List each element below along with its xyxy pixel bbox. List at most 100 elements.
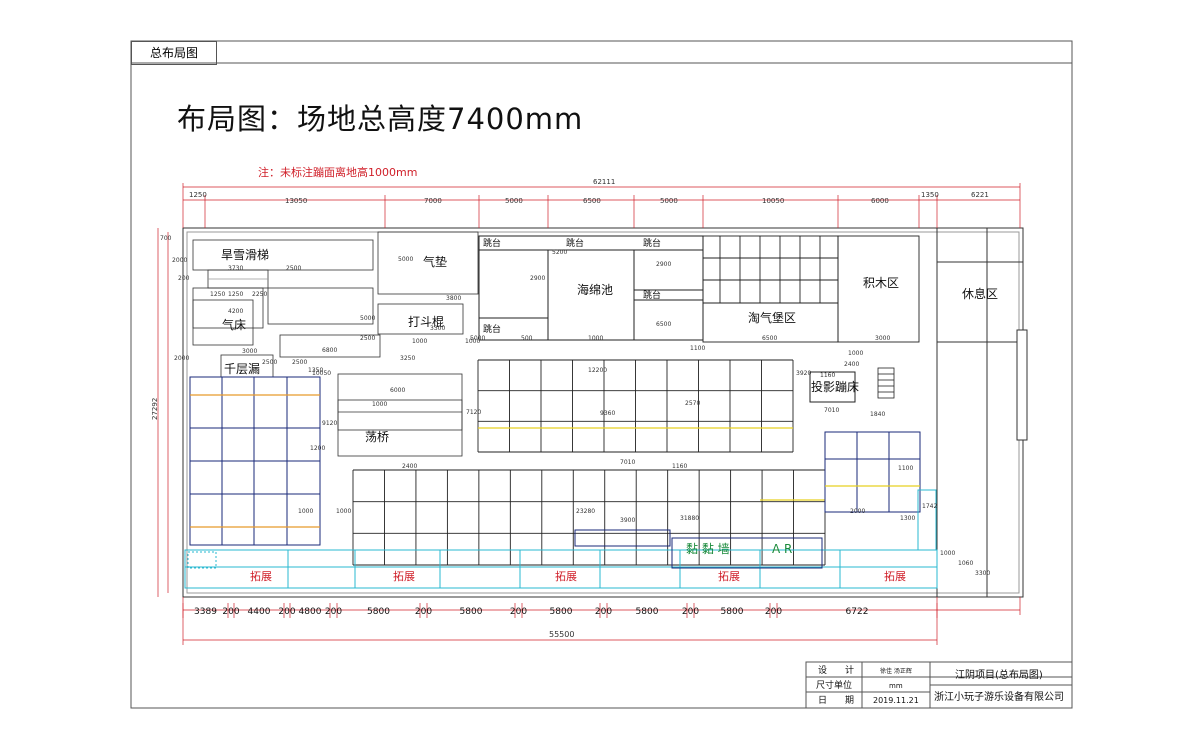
dim-misc: 6000: [390, 387, 405, 394]
small-platform: [574, 529, 671, 547]
expansion-band: [184, 489, 938, 589]
dim-bottom: 200: [325, 607, 342, 617]
dim-misc: 3730: [228, 265, 243, 272]
left-grid: [189, 376, 321, 546]
dim-misc: 1100: [690, 345, 705, 352]
projection-trampoline-box: [809, 371, 856, 403]
dim-top: 13050: [285, 197, 307, 205]
dim-misc: 4200: [228, 308, 243, 315]
dim-top: 1250: [189, 191, 207, 199]
right-grid: [824, 431, 921, 513]
label-sticky-wall: 黏 黏 墙: [686, 542, 730, 556]
dim-misc: 2250: [252, 291, 267, 298]
dim-misc: 1250: [228, 291, 243, 298]
dim-misc: 1742: [922, 503, 937, 510]
dim-misc: 1200: [310, 445, 325, 452]
dim-misc: 6800: [322, 347, 337, 354]
page-title: 布局图：场地总高度7400mm: [177, 102, 584, 136]
dim-misc: 2500: [360, 335, 375, 342]
dim-misc: 200: [178, 275, 190, 282]
label-rest-area: 休息区: [962, 286, 998, 301]
label-jump-platform: 跳台: [643, 237, 661, 249]
dim-bottom: 200: [765, 607, 782, 617]
dim-misc: 2000: [172, 257, 187, 264]
naughty-castle-area: [702, 235, 920, 343]
dim-bottom: 200: [510, 607, 527, 617]
label-naughty-castle: 淘气堡区: [748, 310, 796, 325]
bottom-trampoline-grid: [352, 469, 826, 566]
dim-misc: 3900: [620, 517, 635, 524]
dim-misc: 1000: [848, 350, 863, 357]
label-sway-bridge: 荡桥: [365, 430, 389, 444]
dim-misc: 9360: [600, 410, 615, 417]
dim-bottom: 200: [222, 607, 239, 617]
label-air-bed: 气床: [222, 317, 246, 332]
label-expansion: 拓展: [250, 569, 272, 583]
dim-bottom: 4400: [248, 607, 271, 617]
label-projection-trampoline: 投影蹦床: [811, 379, 859, 394]
dim-misc: 1000: [372, 401, 387, 408]
dim-misc: 1000: [336, 508, 351, 515]
dim-bottom: 6722: [846, 607, 869, 617]
sheet-border: [130, 40, 1073, 709]
dim-misc: 700: [160, 235, 172, 242]
dim-misc: 1250: [210, 291, 225, 298]
dim-top: 5000: [505, 197, 523, 205]
dim-misc: 3000: [875, 335, 890, 342]
dim-misc: 1160: [820, 372, 835, 379]
label-jump-platform: 跳台: [566, 237, 584, 249]
dim-misc: 5000: [470, 335, 485, 342]
dim-misc: 9120: [322, 420, 337, 427]
unit-value: mm: [889, 682, 903, 690]
dim-misc: 2500: [262, 359, 277, 366]
company-name: 浙江小玩子游乐设备有限公司: [934, 690, 1064, 703]
dim-misc: 2900: [530, 275, 545, 282]
dim-bottom: 3389: [194, 607, 217, 617]
dim-misc: 7010: [824, 407, 839, 414]
title-block-text: 设 计 徐佳 汤正辉 尺寸单位 mm 日 期 2019.11.21 江阴项目(总…: [816, 664, 1064, 706]
dim-misc: 1000: [298, 508, 313, 515]
dim-top: 6221: [971, 191, 989, 199]
bottom-dimension-ticks: [182, 603, 938, 618]
label-building-blocks: 积木区: [863, 276, 899, 290]
dim-misc: 1350: [308, 367, 323, 374]
dim-misc: 5200: [552, 249, 567, 256]
dim-misc: 1000: [940, 550, 955, 557]
dim-misc: 1840: [870, 411, 885, 418]
dim-bottom: 5800: [550, 607, 573, 617]
dim-misc: 500: [521, 335, 533, 342]
label-thousand-layer: 千层漏: [224, 362, 260, 376]
title-block: [805, 661, 1073, 709]
project-name: 江阴项目(总布局图): [955, 668, 1043, 681]
dim-misc: 3250: [400, 355, 415, 362]
label-sponge-pool: 海绵池: [577, 282, 613, 297]
label-expansion: 拓展: [393, 569, 415, 583]
label-dry-slide: 旱雪滑梯: [221, 248, 269, 262]
label-jump-platform: 跳台: [483, 237, 501, 249]
sticky-wall-box: [671, 537, 823, 569]
dim-misc: 3800: [446, 295, 461, 302]
dim-misc: 7120: [466, 409, 481, 416]
dim-misc: 31880: [680, 515, 699, 522]
dim-total-width: 62111: [593, 178, 615, 186]
jump-platform-labels: 跳台 跳台 跳台 跳台 跳台: [483, 237, 661, 335]
dim-misc: 1000: [465, 338, 480, 345]
dim-top: 6000: [871, 197, 889, 205]
dim-misc: 7010: [620, 459, 635, 466]
unit-label: 尺寸单位: [816, 679, 852, 691]
label-jump-platform: 跳台: [643, 289, 661, 301]
dim-misc: 1000: [412, 338, 427, 345]
dim-bottom: 5800: [367, 607, 390, 617]
dim-misc: 6500: [656, 321, 671, 328]
dim-misc: 5000: [398, 256, 413, 263]
label-expansion: 拓展: [718, 569, 740, 583]
label-ar: A R: [772, 542, 792, 556]
dim-misc: 2000: [174, 355, 189, 362]
label-expansion: 拓展: [884, 569, 906, 583]
design-value: 徐佳 汤正辉: [880, 667, 912, 675]
dim-bottom: 5800: [460, 607, 483, 617]
dim-misc: 3000: [242, 348, 257, 355]
dim-bottom: 5800: [721, 607, 744, 617]
